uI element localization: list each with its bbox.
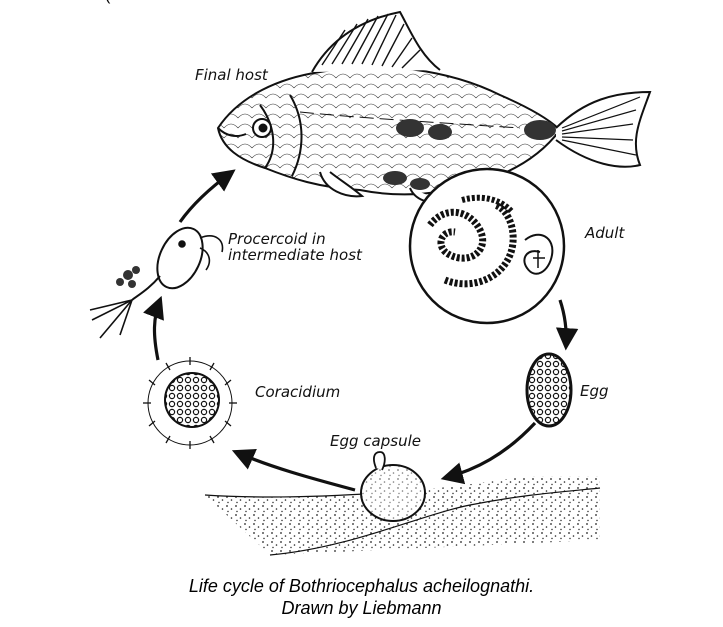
label-egg: Egg — [580, 384, 609, 400]
label-coracidium: Coracidium — [255, 385, 340, 401]
adult-tapeworm-illustration — [410, 169, 564, 323]
coracidium-illustration — [143, 357, 237, 449]
label-procercoid: Procercoid in intermediate host — [228, 232, 362, 264]
figure-caption-line1: Life cycle of Bothriocephalus acheilogna… — [0, 576, 723, 597]
arrow-capsule-to-coracidium — [236, 452, 355, 490]
fish-final-host-illustration — [218, 12, 650, 202]
figure-caption-line2: Drawn by Liebmann — [0, 598, 723, 619]
label-adult: Adult — [585, 226, 624, 242]
arrow-procercoid-to-fish — [180, 172, 232, 222]
label-egg-capsule: Egg capsule — [330, 434, 421, 450]
label-final-host: Final host — [195, 68, 268, 84]
arrow-adult-to-egg — [560, 300, 566, 346]
arrow-coracidium-to-procercoid — [154, 300, 160, 360]
label-procercoid-line2: intermediate host — [228, 248, 362, 264]
arrow-egg-to-capsule — [445, 423, 535, 478]
egg-capsule-illustration — [205, 452, 600, 555]
egg-illustration — [527, 354, 571, 426]
